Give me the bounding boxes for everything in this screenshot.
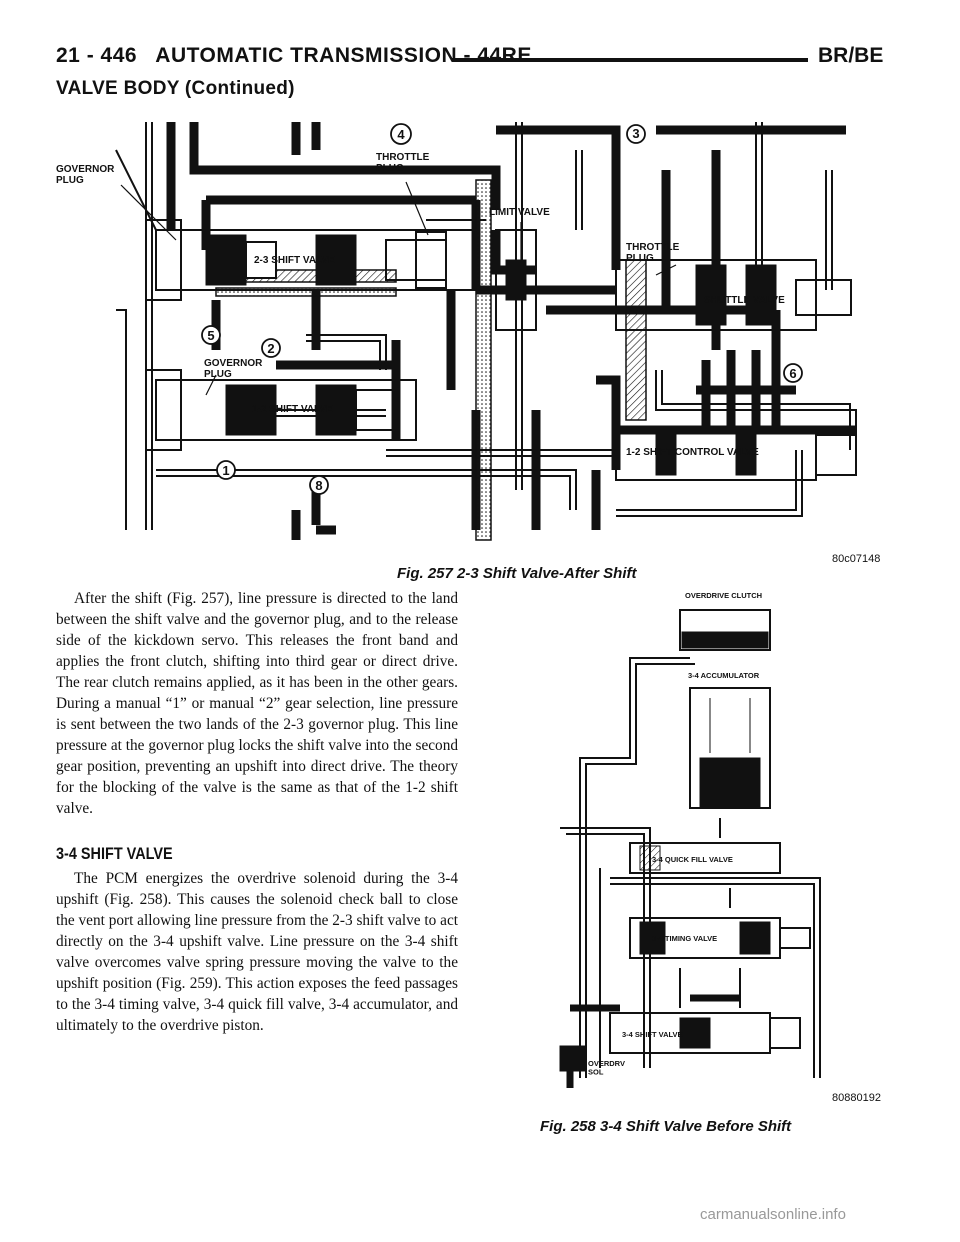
label-limit-valve: LIMIT VALVE <box>489 207 550 218</box>
figure-257-code: 80c07148 <box>832 553 881 565</box>
figure-258-code: 80880192 <box>832 1092 881 1104</box>
label-1-2-shift-control-valve: 1-2 SHIFT CONTROL VALVE <box>626 447 759 458</box>
section-continued-heading: VALVE BODY (Continued) <box>56 78 295 99</box>
label-3-4-accumulator: 3-4 ACCUMULATOR <box>688 671 760 680</box>
page-header-title: 21 - 446 AUTOMATIC TRANSMISSION - 44RE <box>56 44 532 67</box>
callout-4: 4 <box>397 127 405 142</box>
label-2-3-shift-valve: 2-3 SHIFT VALVE <box>254 255 335 266</box>
header-rule <box>452 58 808 62</box>
paragraph-after-shift: After the shift (Fig. 257), line pressur… <box>56 590 458 817</box>
paragraph-3-4-shift-valve: The PCM energizes the overdrive solenoid… <box>56 870 458 1034</box>
section-heading-3-4-shift-valve: 3-4 SHIFT VALVE <box>56 844 173 863</box>
watermark: carmanualsonline.info <box>700 1206 846 1223</box>
label-3-4-quick-fill-valve: 3-4 QUICK FILL VALVE <box>652 855 733 864</box>
label-overdrive-clutch: OVERDRIVE CLUTCH <box>685 591 762 600</box>
figure-258-diagram: OVERDRIVE CLUTCH 3-4 ACCUMULATOR 3-4 QUI… <box>559 591 821 1088</box>
callout-5: 5 <box>207 328 214 343</box>
label-3-4-shift-valve: 3-4 SHIFT VALVE <box>622 1030 683 1039</box>
figure-257-caption: Fig. 257 2-3 Shift Valve-After Shift <box>397 565 637 582</box>
label-1-2-shift-valve: 1-2 SHIFT VALVE <box>252 404 333 415</box>
callout-3: 3 <box>632 126 639 141</box>
callout-2: 2 <box>267 341 274 356</box>
callout-1: 1 <box>222 463 229 478</box>
figure-258-caption: Fig. 258 3-4 Shift Valve Before Shift <box>540 1118 792 1135</box>
page-header-model: BR/BE <box>818 44 884 67</box>
callout-6: 6 <box>789 366 796 381</box>
label-3-4-timing-valve: 3-4 TIMING VALVE <box>652 934 717 943</box>
callout-8: 8 <box>315 478 322 493</box>
label-shuttle-valve: SHUTTLE VALVE <box>704 295 785 306</box>
